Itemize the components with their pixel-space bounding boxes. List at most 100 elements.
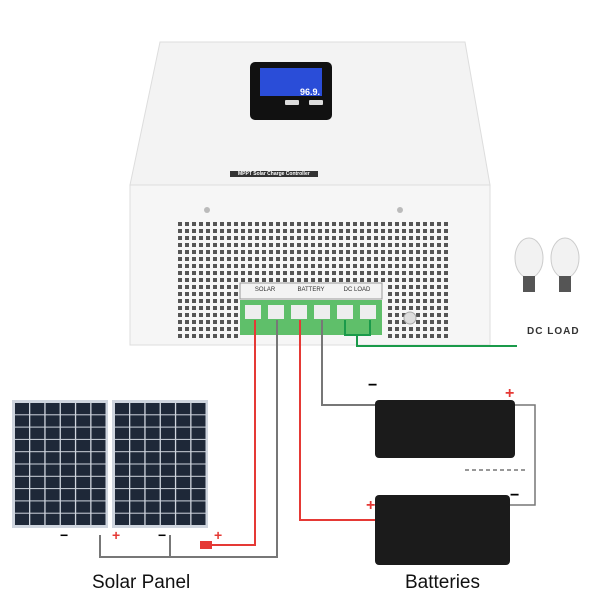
vent-hole: [304, 243, 308, 247]
vent-hole: [318, 278, 322, 282]
vent-hole: [304, 264, 308, 268]
solar-cell: [160, 427, 175, 439]
terminal-screw: [291, 305, 307, 319]
vent-hole: [325, 278, 329, 282]
vent-hole: [395, 222, 399, 226]
vent-hole: [367, 264, 371, 268]
vent-hole: [353, 264, 357, 268]
vent-hole: [276, 222, 280, 226]
solar-cell: [160, 415, 175, 427]
vent-hole: [423, 250, 427, 254]
solar-cell: [176, 403, 191, 415]
solar-cell: [15, 513, 29, 525]
vent-hole: [269, 257, 273, 261]
vent-hole: [269, 222, 273, 226]
vent-hole: [276, 243, 280, 247]
vent-hole: [269, 264, 273, 268]
vent-hole: [248, 271, 252, 275]
vent-hole: [283, 271, 287, 275]
vent-hole: [409, 327, 413, 331]
vent-hole: [423, 229, 427, 233]
solar-cell: [176, 415, 191, 427]
vent-hole: [430, 327, 434, 331]
vent-hole: [388, 229, 392, 233]
vent-hole: [423, 313, 427, 317]
vent-hole: [381, 250, 385, 254]
vent-hole: [248, 257, 252, 261]
vent-hole: [360, 236, 364, 240]
solar-cell: [76, 403, 91, 415]
vent-hole: [234, 250, 238, 254]
model-label: MPPT Solar Charge Controller: [230, 171, 318, 177]
vent-hole: [227, 243, 231, 247]
vent-hole: [185, 320, 189, 324]
vent-hole: [227, 306, 231, 310]
vent-hole: [262, 236, 266, 240]
vent-hole: [220, 334, 224, 338]
vent-hole: [178, 299, 182, 303]
vent-hole: [192, 257, 196, 261]
solar-cell: [91, 464, 106, 476]
vent-hole: [395, 278, 399, 282]
solar-panels: [12, 400, 208, 528]
vent-hole: [199, 264, 203, 268]
terminal-battery-label: BATTERY: [297, 287, 325, 293]
vent-hole: [416, 264, 420, 268]
vent-hole: [192, 250, 196, 254]
solar-cell: [60, 464, 75, 476]
vent-hole: [395, 285, 399, 289]
solar-cell: [60, 427, 75, 439]
minus-sign: −: [158, 527, 166, 543]
solar-cell: [191, 464, 206, 476]
vent-hole: [339, 271, 343, 275]
solar-cell: [191, 489, 206, 501]
vent-hole: [395, 257, 399, 261]
vent-hole: [185, 327, 189, 331]
vent-hole: [276, 250, 280, 254]
vent-hole: [416, 334, 420, 338]
vent-hole: [381, 236, 385, 240]
vent-hole: [318, 257, 322, 261]
menu-button: [285, 100, 299, 105]
vent-hole: [234, 285, 238, 289]
vent-hole: [220, 299, 224, 303]
vent-hole: [374, 250, 378, 254]
vent-hole: [388, 306, 392, 310]
vent-hole: [227, 327, 231, 331]
vent-hole: [185, 334, 189, 338]
vent-hole: [185, 278, 189, 282]
vent-hole: [199, 327, 203, 331]
vent-hole: [430, 306, 434, 310]
vent-hole: [430, 257, 434, 261]
solar-cell: [115, 489, 129, 501]
vent-hole: [423, 278, 427, 282]
vent-hole: [185, 250, 189, 254]
vent-hole: [444, 334, 448, 338]
vent-hole: [395, 264, 399, 268]
vent-hole: [416, 313, 420, 317]
vent-hole: [325, 236, 329, 240]
vent-hole: [416, 250, 420, 254]
vent-hole: [437, 334, 441, 338]
vent-hole: [213, 257, 217, 261]
vent-hole: [178, 313, 182, 317]
vent-hole: [409, 264, 413, 268]
vent-hole: [367, 229, 371, 233]
solar-cell: [60, 403, 75, 415]
vent-hole: [213, 327, 217, 331]
vent-hole: [437, 313, 441, 317]
vent-hole: [402, 257, 406, 261]
vent-hole: [409, 222, 413, 226]
vent-hole: [227, 320, 231, 324]
vent-hole: [444, 236, 448, 240]
vent-hole: [234, 327, 238, 331]
vent-hole: [185, 222, 189, 226]
vent-hole: [332, 243, 336, 247]
vent-hole: [346, 257, 350, 261]
vent-hole: [374, 222, 378, 226]
vent-hole: [227, 313, 231, 317]
vent-hole: [262, 278, 266, 282]
vent-hole: [234, 278, 238, 282]
vent-hole: [227, 271, 231, 275]
solar-negative-wire: [99, 320, 278, 558]
